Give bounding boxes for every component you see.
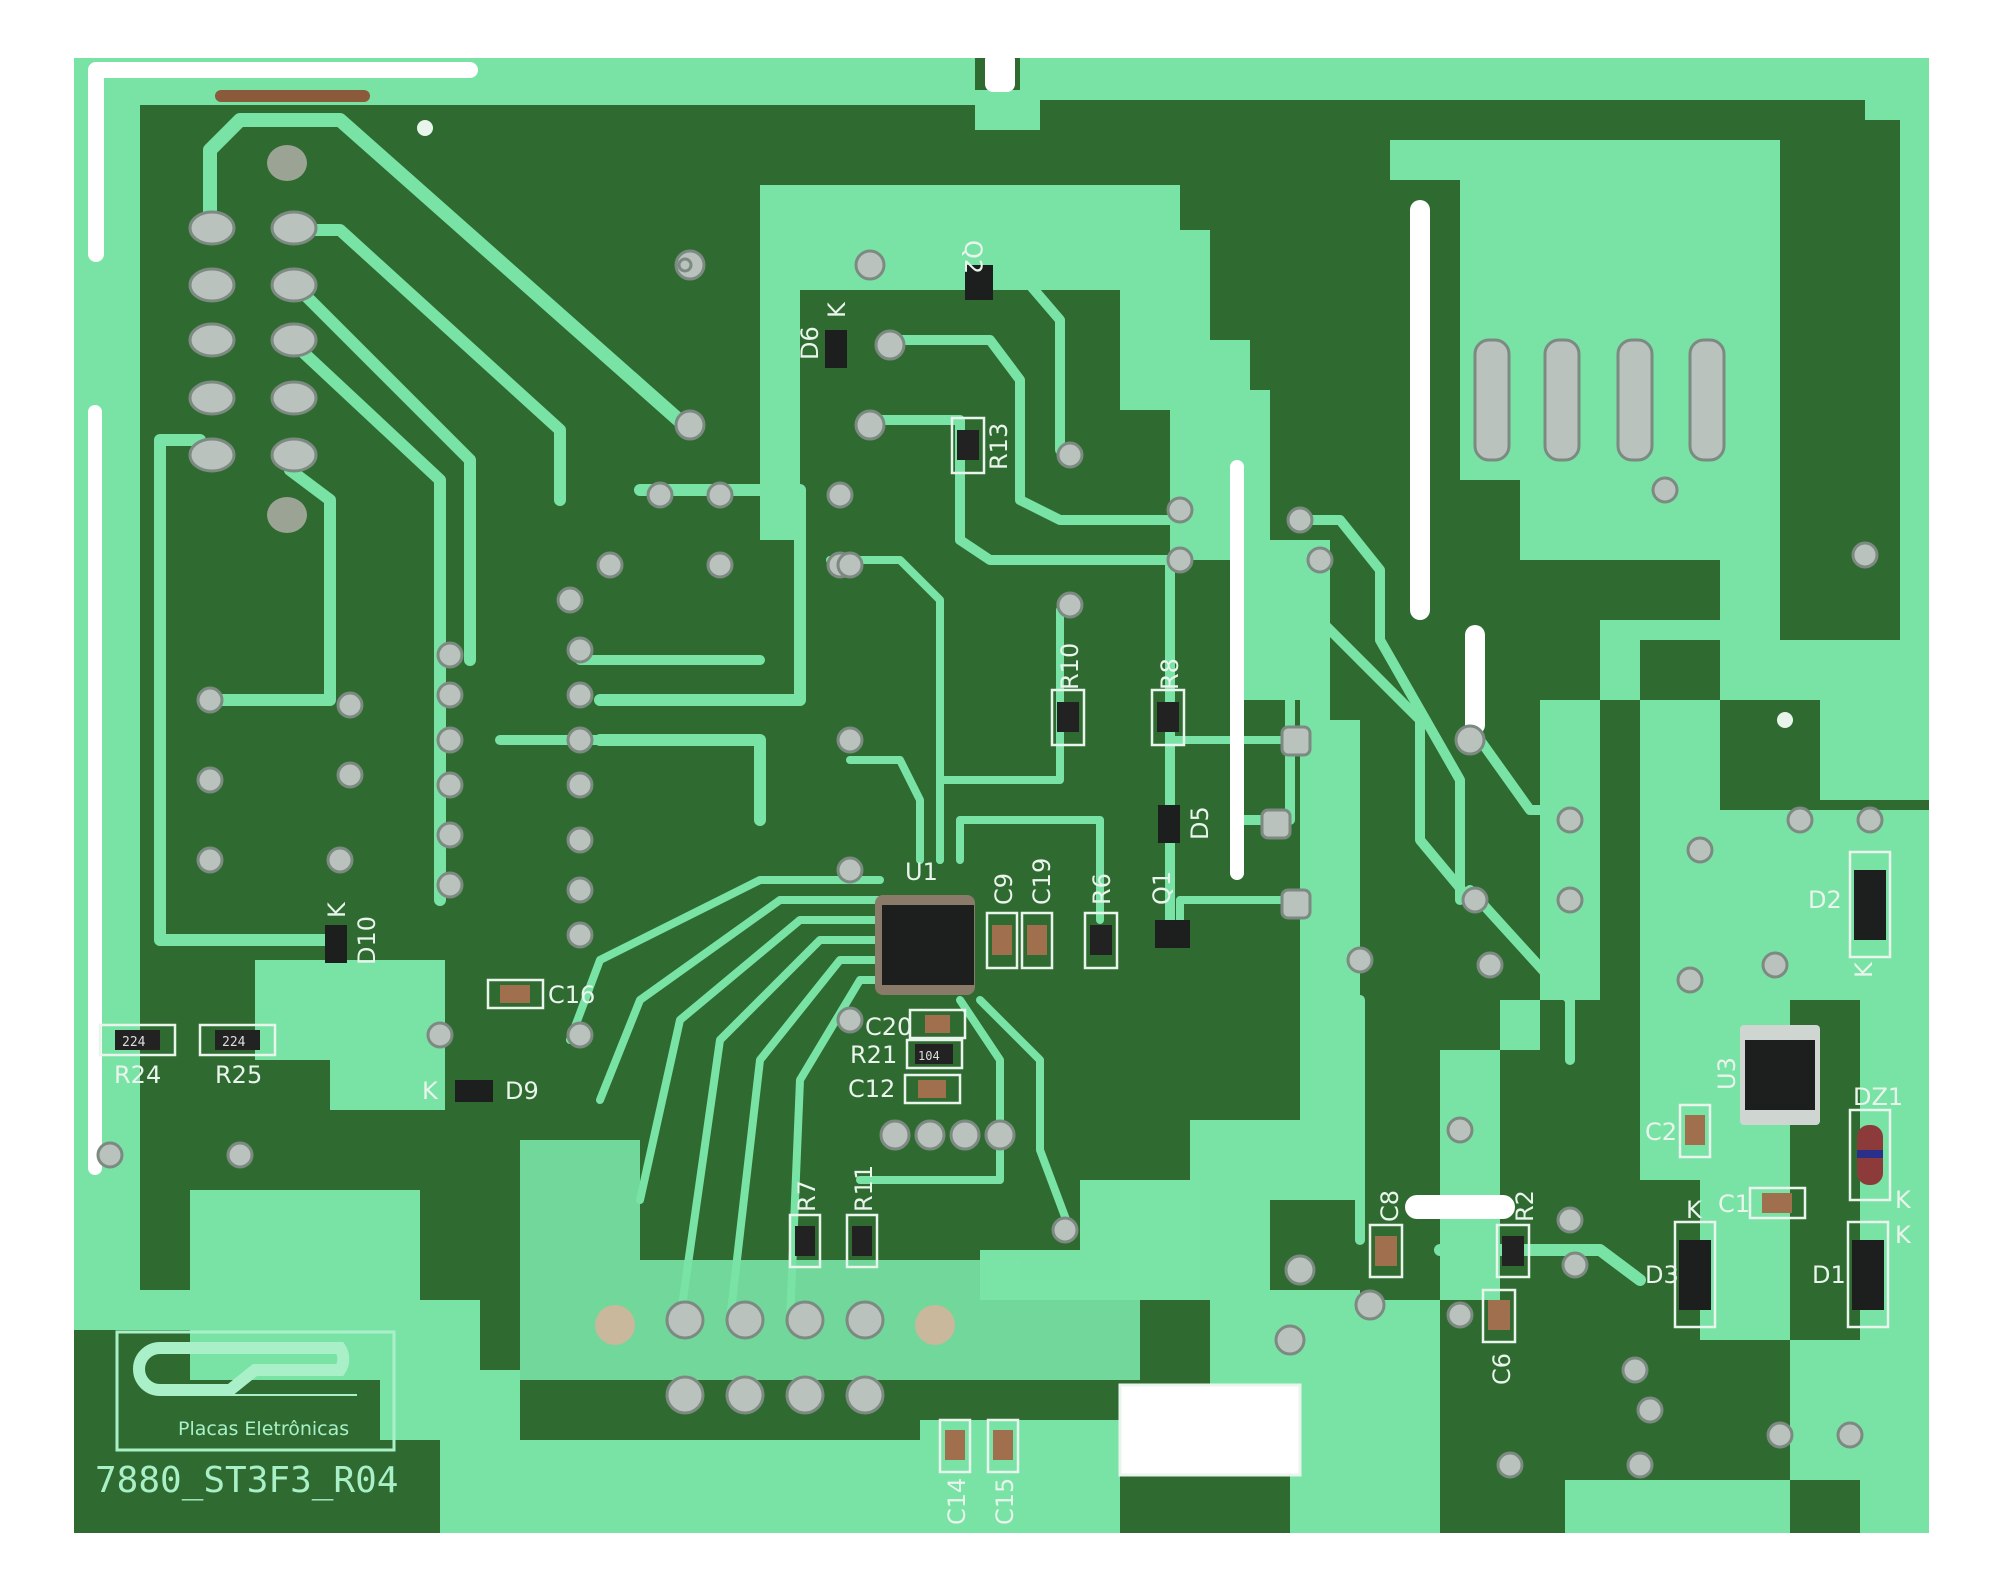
label-d1: D1 [1812, 1261, 1846, 1289]
label-r24: R24 [114, 1061, 161, 1089]
label-r8: R8 [1156, 658, 1184, 690]
diode-d1 [1846, 1220, 1890, 1329]
label-c15: C15 [991, 1478, 1019, 1525]
label-d2: D2 [1808, 886, 1842, 914]
zener-dz1 [1848, 1108, 1892, 1202]
connector-left [188, 90, 370, 533]
part-number: 7880_ST3F3_R04 [95, 1460, 398, 1501]
label-c14: C14 [943, 1478, 971, 1525]
capacitor-c15 [986, 1418, 1020, 1474]
silkscreen-labels: U1 C9 C19 R6 Q1 D5 R8 R10 R13 Q2 D6 D10 … [114, 240, 1912, 1525]
label-c1: C1 [1718, 1190, 1750, 1218]
label-k-d2: K [1850, 961, 1878, 978]
diode-d9 [455, 1080, 493, 1102]
traces [154, 113, 1646, 1324]
label-d10: D10 [353, 916, 381, 965]
svg-text:224: 224 [222, 1035, 246, 1050]
label-dz1: DZ1 [1853, 1083, 1903, 1111]
relay-pads [1473, 338, 1726, 462]
resistor-r24: 224 [98, 1023, 177, 1057]
capacitor-c2 [1678, 1103, 1712, 1159]
diode-d2 [1848, 850, 1892, 959]
label-k-dz1: K [1895, 1186, 1912, 1214]
diode-d3 [1673, 1220, 1717, 1329]
label-c19: C19 [1028, 858, 1056, 905]
smd-parts: 224 224 104 [98, 265, 1892, 1474]
label-r13: R13 [985, 423, 1013, 470]
label-u3: U3 [1713, 1057, 1741, 1090]
transistor-q2 [965, 265, 993, 300]
capacitor-c20 [908, 1008, 967, 1040]
ic-u3 [1740, 1025, 1820, 1125]
capacitor-c19 [1020, 911, 1054, 970]
resistor-r7 [788, 1213, 822, 1269]
label-d5: D5 [1186, 806, 1214, 840]
resistor-r2 [1495, 1223, 1531, 1279]
capacitor-c14 [938, 1418, 972, 1474]
label-q2: Q2 [959, 240, 987, 274]
capacitor-c1 [1748, 1186, 1807, 1220]
slots [88, 52, 1515, 1477]
svg-text:224: 224 [122, 1035, 146, 1050]
capacitor-c6 [1481, 1288, 1517, 1344]
resistor-r8 [1150, 688, 1186, 747]
label-c8: C8 [1376, 1190, 1404, 1222]
diode-d10 [325, 925, 347, 963]
label-d9: D9 [505, 1077, 539, 1105]
label-r7: R7 [793, 1180, 821, 1212]
manufacturer-logo: Placas Eletrônicas [115, 1330, 396, 1452]
label-k-d3: K [1686, 1196, 1703, 1224]
diode-d6 [825, 330, 847, 368]
diode-d5 [1158, 805, 1180, 843]
label-r11: R11 [850, 1165, 878, 1212]
label-r10: R10 [1056, 643, 1084, 690]
svg-text:104: 104 [918, 1049, 940, 1063]
bottom-header [595, 1119, 1016, 1415]
label-d9-k: K [422, 1077, 439, 1105]
label-r2: R2 [1511, 1190, 1539, 1222]
label-c9: C9 [990, 873, 1018, 905]
capacitor-c12 [903, 1073, 962, 1105]
label-r21: R21 [850, 1041, 897, 1069]
label-r6: R6 [1088, 873, 1116, 905]
label-c6: C6 [1488, 1353, 1516, 1385]
transistor-q1 [1155, 920, 1190, 948]
through-hole-pads [96, 90, 1884, 1479]
label-c16: C16 [548, 981, 595, 1009]
label-u1: U1 [905, 858, 938, 886]
logo-subtitle: Placas Eletrônicas [178, 1418, 349, 1440]
label-c20: C20 [865, 1013, 912, 1041]
label-r25: R25 [215, 1061, 262, 1089]
label-k-d10: K [323, 901, 351, 918]
capacitor-c16 [486, 978, 545, 1010]
label-k-d1: K [1895, 1221, 1912, 1249]
label-c12: C12 [848, 1075, 895, 1103]
resistor-r10 [1050, 688, 1086, 747]
capacitor-c9 [985, 911, 1019, 970]
ic-u1 [875, 895, 975, 995]
capacitor-c8 [1368, 1223, 1404, 1279]
resistor-r11 [845, 1213, 879, 1269]
resistor-r25: 224 [198, 1023, 277, 1057]
label-d3: D3 [1645, 1261, 1679, 1289]
resistor-r6 [1083, 911, 1119, 970]
misc-pads [96, 120, 1884, 1479]
resistor-r21: 104 [905, 1038, 964, 1070]
label-k-d6: K [823, 301, 851, 318]
label-q1: Q1 [1148, 871, 1176, 905]
label-d6: D6 [796, 326, 824, 360]
label-c2: C2 [1645, 1118, 1677, 1146]
resistor-r13 [950, 416, 986, 475]
